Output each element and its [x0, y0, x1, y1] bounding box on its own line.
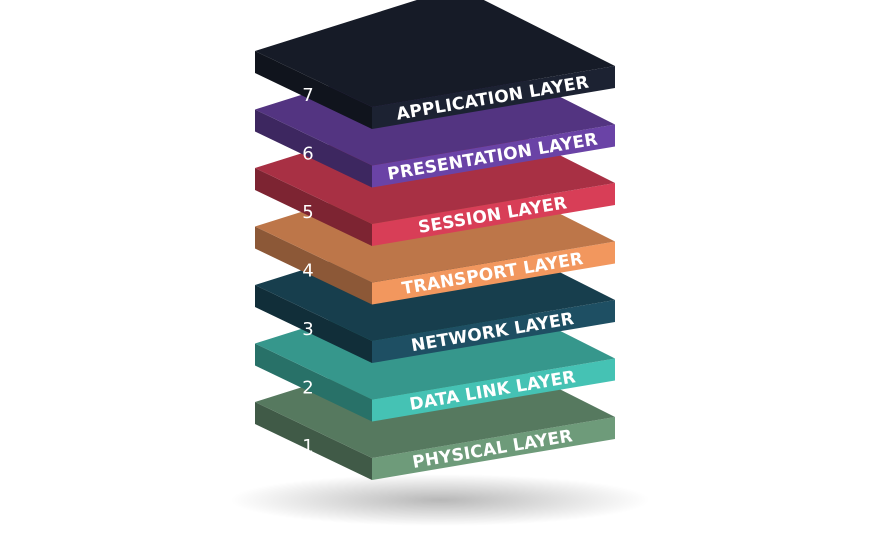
layer-5-number: 5 — [302, 202, 313, 223]
layer-7-number: 7 — [302, 85, 313, 106]
layer-2-number: 2 — [302, 378, 313, 399]
stack-shadow — [230, 474, 650, 526]
layer-7-left-face — [255, 51, 372, 129]
layer-1-front-face — [372, 417, 615, 480]
layer-6-front-face — [372, 124, 615, 188]
layer-1-left-face — [255, 402, 372, 480]
layer-6-number: 6 — [302, 144, 313, 165]
layer-6-left-face — [255, 109, 372, 188]
layer-4-left-face — [255, 226, 372, 305]
layer-4-number: 4 — [302, 261, 313, 282]
layer-7-front-face — [372, 66, 615, 129]
layer-7-top-face — [255, 0, 615, 107]
layer-4-front-face — [372, 241, 615, 305]
layer-3-front-face — [372, 300, 615, 363]
layer-5-left-face — [255, 168, 372, 246]
layer-5-front-face — [372, 183, 615, 246]
layer-2-front-face — [372, 358, 615, 422]
layer-3-left-face — [255, 285, 372, 363]
layer-1-number: 1 — [302, 436, 313, 457]
layer-3-number: 3 — [302, 319, 313, 340]
layer-2-left-face — [255, 343, 372, 422]
